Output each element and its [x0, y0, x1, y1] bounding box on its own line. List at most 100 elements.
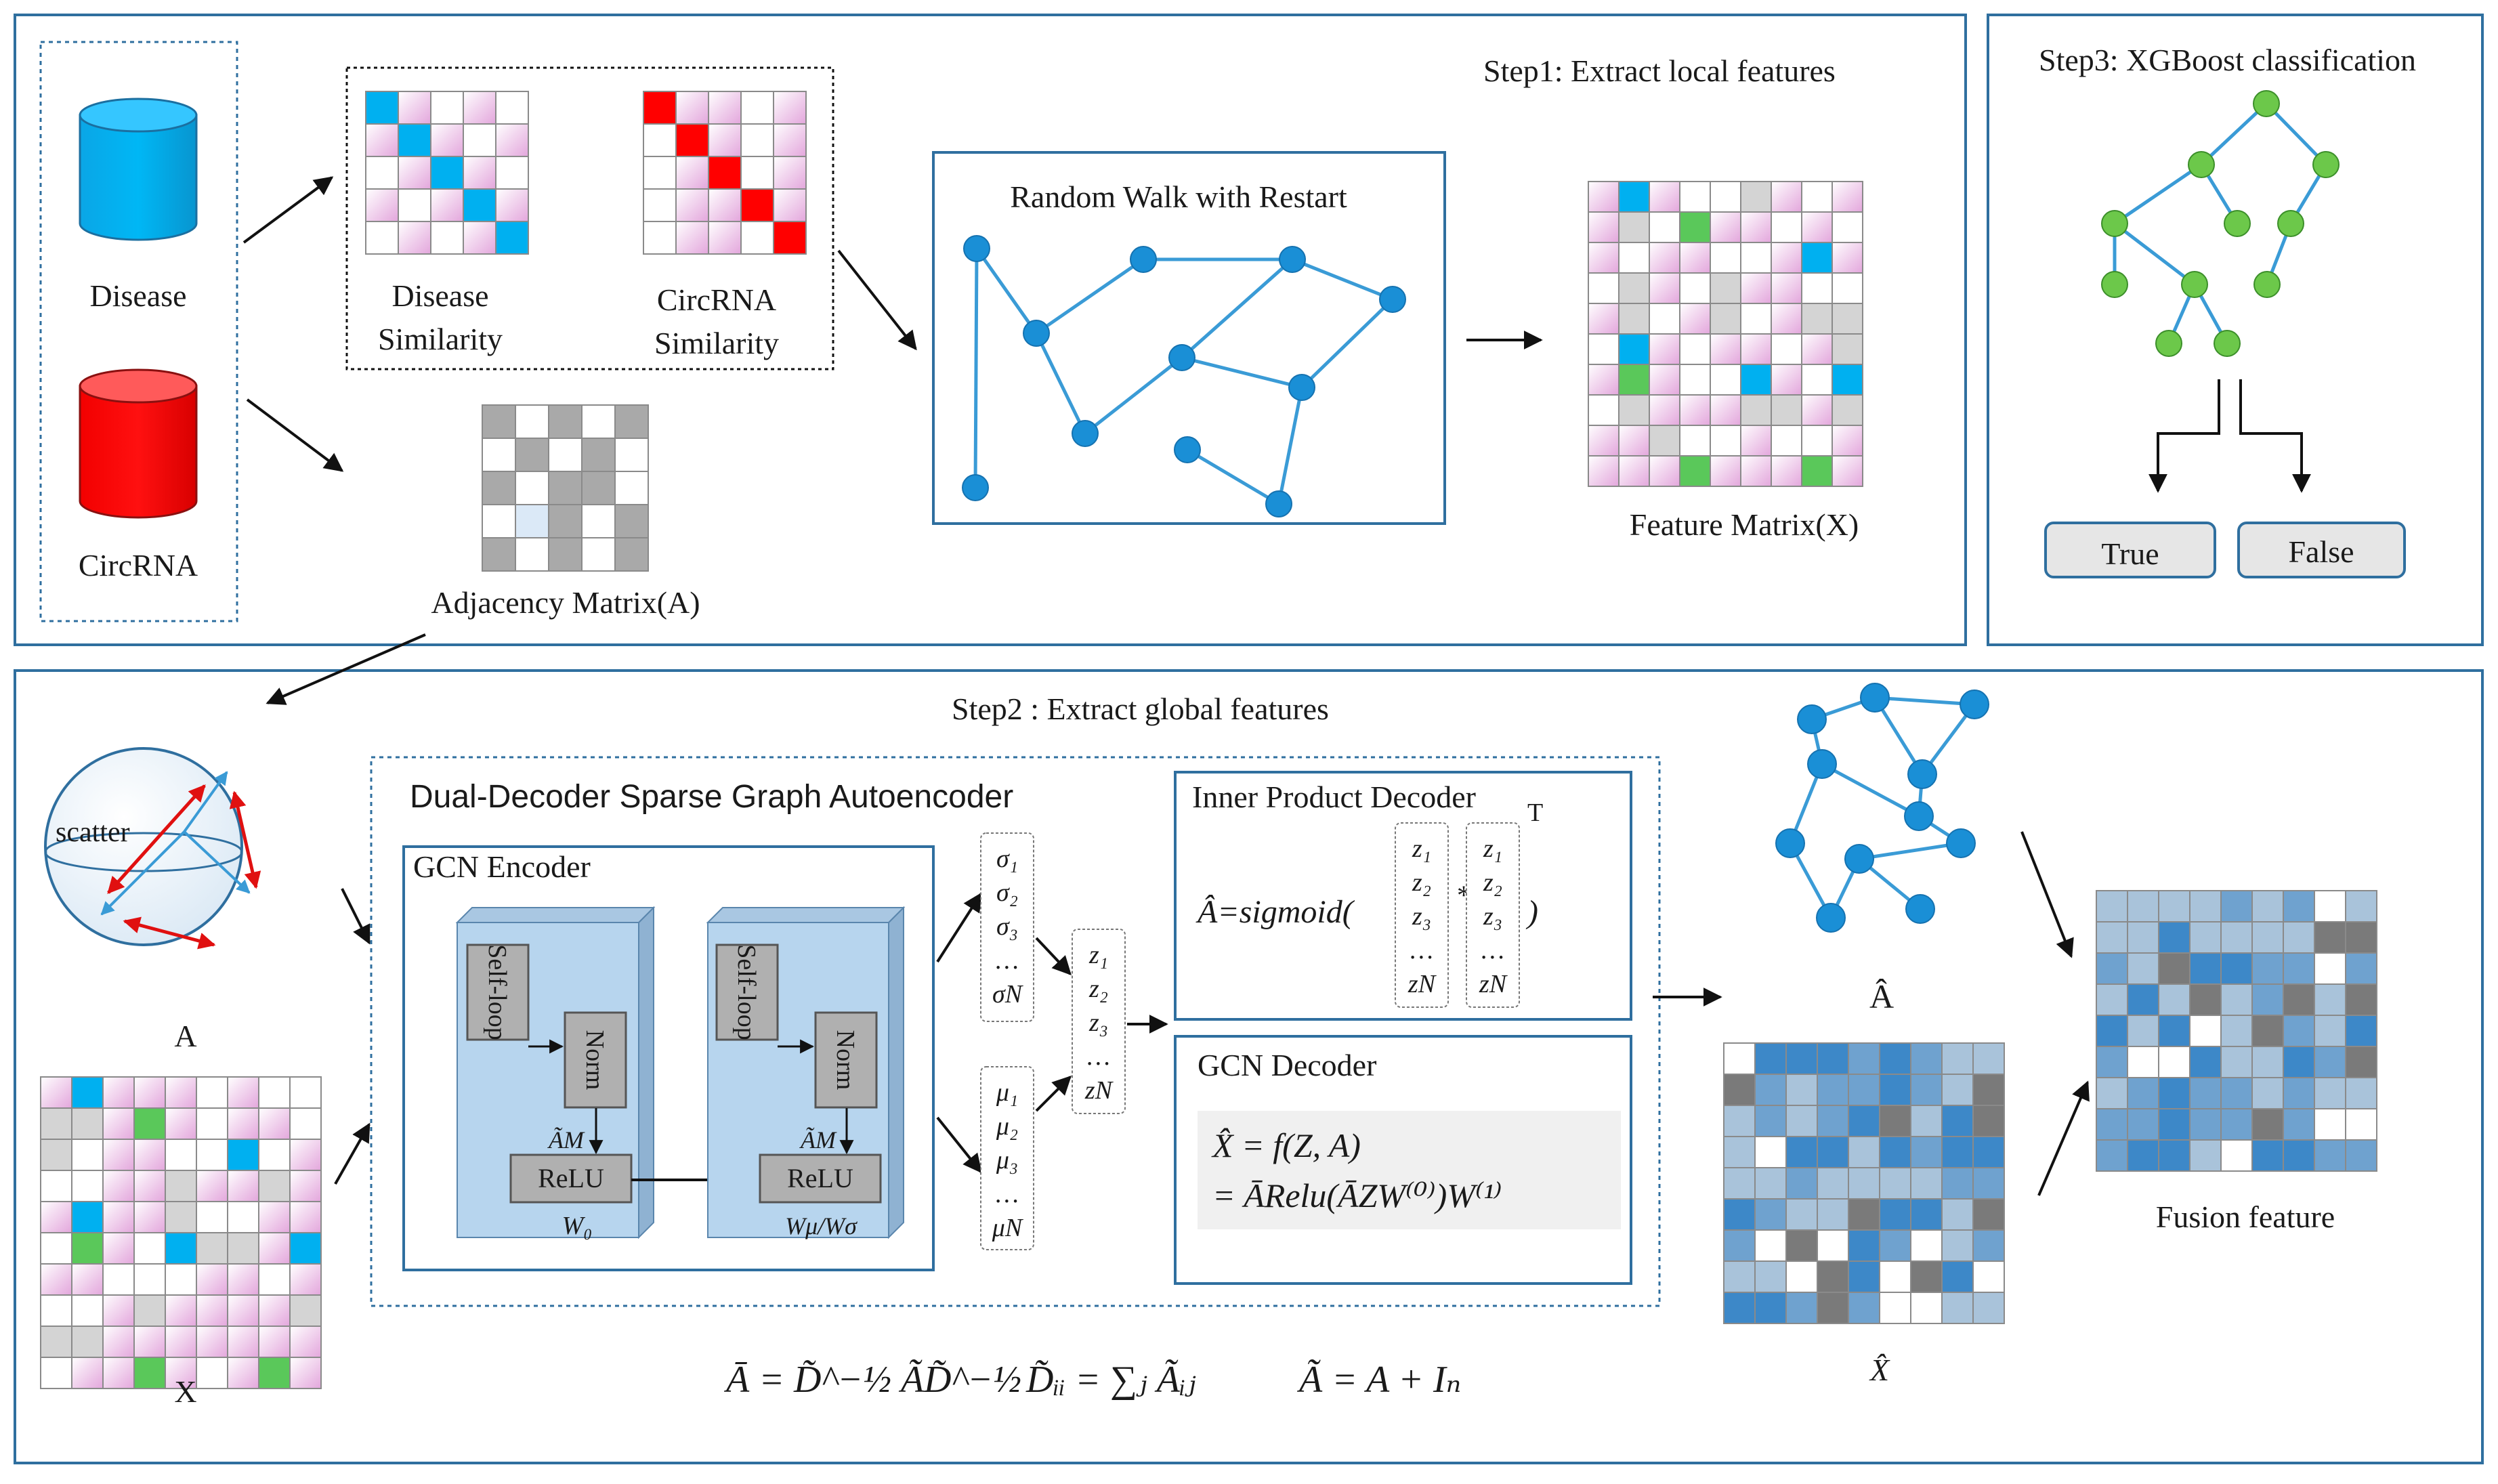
feature-cell [1679, 364, 1711, 396]
fusion-cell [2127, 1139, 2159, 1172]
z-entry: z₃ [1483, 902, 1502, 931]
graph-node [963, 235, 990, 262]
transpose-mark: T [1527, 799, 1543, 827]
graph-edge [1034, 332, 1087, 435]
feature-cell [1710, 211, 1741, 243]
feature-cell [1740, 394, 1772, 426]
x-cell [133, 1357, 166, 1389]
adj-cell [614, 504, 649, 538]
sim-cell [430, 156, 464, 190]
x-cell [289, 1107, 322, 1140]
z-entry: z₃ [1088, 1009, 1108, 1037]
x-cell [102, 1201, 135, 1233]
xhat-cell [1785, 1260, 1818, 1293]
fusion-cell [2127, 921, 2159, 954]
xhat-cell [1941, 1074, 1974, 1106]
inner-formula-prefix: Â=sigmoid( [1195, 894, 1355, 930]
xhat-cell [1879, 1292, 1911, 1324]
fusion-cell [2220, 983, 2253, 1016]
x-cell [289, 1326, 322, 1358]
gcn-decoder-box [1174, 1035, 1632, 1285]
xhat-cell [1941, 1105, 1974, 1137]
disease-similarity-matrix [365, 91, 529, 255]
adjacency-matrix [482, 404, 649, 572]
xhat-cell [1785, 1292, 1818, 1324]
sim-cell [365, 123, 399, 157]
graph-node [1265, 490, 1292, 517]
fusion-cell [2189, 890, 2222, 923]
x-cell [133, 1326, 166, 1358]
xhat-cell [1754, 1042, 1787, 1075]
xhat-cell [1817, 1292, 1849, 1324]
a-label: A [174, 1019, 196, 1053]
random-walk-graph [962, 235, 1406, 517]
feature-cell [1771, 242, 1802, 274]
feature-cell [1649, 272, 1680, 304]
graph-node [1168, 344, 1195, 371]
x-cell [102, 1076, 135, 1109]
sim-cell [643, 123, 677, 157]
adj-cell [581, 404, 616, 439]
xhat-cell [1754, 1198, 1787, 1231]
sim-cell [643, 91, 677, 125]
x-cell [196, 1201, 228, 1233]
feature-cell [1618, 242, 1650, 274]
graph-edge [1873, 696, 1924, 776]
fusion-cell [2283, 890, 2315, 923]
xhat-cell [1972, 1105, 2005, 1137]
feature-cell [1588, 425, 1620, 457]
feature-cell [1771, 272, 1802, 304]
wmu-label: Wμ/Wσ [785, 1212, 858, 1239]
circrna-sim-label-1: CircRNA [657, 282, 776, 317]
xhat-cell [1941, 1042, 1974, 1075]
fusion-cell [2251, 921, 2284, 954]
xgboost-tree [2101, 90, 2340, 357]
sim-cell [495, 221, 529, 255]
m-label-1: ÃM [547, 1126, 585, 1153]
feature-cell [1710, 181, 1741, 213]
xhat-cell [1879, 1074, 1911, 1106]
sim-cell [365, 188, 399, 222]
tree-edge [2200, 102, 2268, 166]
x-cell [227, 1232, 259, 1265]
x-cell [196, 1294, 228, 1327]
xhat-cell [1754, 1105, 1787, 1137]
arrow-to-similarity [242, 176, 334, 244]
feature-cell [1649, 364, 1680, 396]
feature-cell [1710, 364, 1741, 396]
fusion-cell [2345, 1015, 2377, 1047]
feature-cell [1832, 364, 1863, 396]
x-cell [227, 1263, 259, 1296]
sim-cell [740, 123, 774, 157]
autoencoder-title: Dual-Decoder Sparse Graph Autoencoder [410, 779, 1013, 815]
xhat-cell [1941, 1292, 1974, 1324]
x-cell [289, 1357, 322, 1389]
x-cell [71, 1170, 104, 1202]
feature-cell [1801, 455, 1833, 487]
feature-cell [1649, 211, 1680, 243]
inner-z-box-2 [1466, 822, 1520, 1008]
xhat-cell [1910, 1105, 1943, 1137]
fusion-cell [2345, 921, 2377, 954]
sim-cell [463, 188, 496, 222]
x-cell [102, 1107, 135, 1140]
sim-cell [675, 221, 709, 255]
graph-node [962, 474, 989, 501]
x-cell [133, 1294, 166, 1327]
z-entry: zN [1479, 970, 1508, 998]
xhat-cell [1848, 1074, 1880, 1106]
fusion-cell [2220, 952, 2253, 985]
step3-title: Step3: XGBoost classification [2039, 43, 2416, 77]
x-cell [165, 1170, 197, 1202]
feature-cell [1588, 242, 1620, 274]
x-cell [165, 1357, 197, 1389]
x-cell [71, 1263, 104, 1296]
fusion-cell [2096, 952, 2128, 985]
fusion-cell [2251, 1077, 2284, 1109]
tree-node [2155, 330, 2182, 357]
fusion-cell [2158, 1139, 2190, 1172]
sim-cell [773, 123, 807, 157]
x-cell [227, 1107, 259, 1140]
fusion-cell [2345, 1108, 2377, 1141]
